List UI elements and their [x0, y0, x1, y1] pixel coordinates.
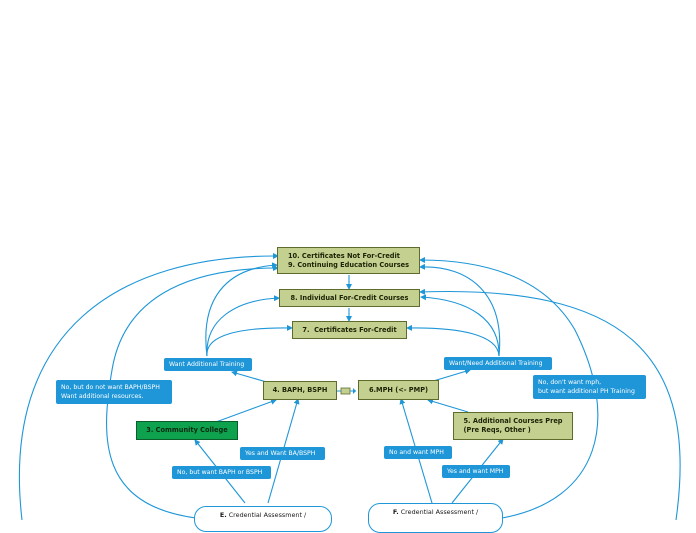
bubble-e-letter: E.: [219, 511, 227, 519]
node-mph[interactable]: 6.MPH (<- PMP): [358, 380, 439, 400]
node-mph-text: 6.MPH (<- PMP): [368, 385, 429, 394]
edge-loop-left-outer: [18, 252, 279, 520]
label-no-but-want-baph[interactable]: No, but want BAPH or BSPH: [172, 466, 271, 479]
node-baph-bsph-text: 4. BAPH, BSPH: [272, 386, 328, 394]
node-certificates-for-credit[interactable]: 7. Certificates For-Credit: [292, 321, 407, 339]
bubble-f-letter: F.: [392, 508, 399, 516]
label-no-dont-want-mph[interactable]: No, don't want mph, but want additional …: [533, 375, 646, 399]
edge-loop-right-inner: [419, 257, 599, 519]
link-connector-icon: [337, 387, 356, 395]
bubble-e-credential-assessment[interactable]: E. Credential Assessment /: [194, 506, 332, 532]
node-certificates-not-for-credit[interactable]: 10. Certificates Not For-Credit 9. Conti…: [277, 247, 420, 274]
bubble-f-credential-assessment[interactable]: F. Credential Assessment /: [368, 503, 503, 533]
label-yes-and-want-ba-bsph-text: Yes and Want BA/BSPH: [245, 450, 316, 457]
label-yes-and-want-ba-bsph[interactable]: Yes and Want BA/BSPH: [240, 447, 325, 460]
edge-cc-to-baph: [215, 398, 277, 423]
node-individual-for-credit-text: 8. Individual For-Credit Courses: [290, 293, 409, 302]
label-no-and-want-mph[interactable]: No and want MPH: [384, 446, 452, 459]
label-yes-and-want-mph[interactable]: Yes and want MPH: [442, 465, 510, 478]
label-no-dont-want-mph-text: No, don't want mph, but want additional …: [538, 379, 635, 395]
label-no-and-want-mph-text: No and want MPH: [389, 449, 444, 456]
node-certificates-for-credit-text: 7. Certificates For-Credit: [302, 325, 397, 334]
node-community-college-text: 3. Community College: [146, 426, 228, 434]
node-community-college[interactable]: 3. Community College: [136, 421, 238, 440]
edge-wnat-to-7: [406, 324, 500, 357]
edge-wat-to-7: [206, 324, 293, 357]
node-baph-bsph[interactable]: 4. BAPH, BSPH: [263, 381, 337, 400]
edge-loop-right-outer: [419, 288, 681, 520]
label-no-but-do-not-want-baph[interactable]: No, but do not want BAPH/BSPH Want addit…: [56, 380, 172, 404]
label-yes-and-want-mph-text: Yes and want MPH: [447, 468, 504, 475]
edge-wat-to-8: [206, 295, 280, 357]
label-no-but-do-not-want-baph-text: No, but do not want BAPH/BSPH Want addit…: [61, 384, 160, 400]
label-no-but-want-baph-text: No, but want BAPH or BSPH: [177, 469, 263, 476]
edge-loop-left-inner: [106, 265, 279, 519]
edge-prep-to-mph: [427, 398, 469, 413]
label-want-additional-training[interactable]: Want Additional Training: [164, 358, 252, 371]
label-want-need-additional-training-text: Want/Need Additional Training: [449, 360, 543, 367]
edge-wnat-to-10: [419, 263, 501, 357]
node-additional-courses-prep-text: 5. Additional Courses Prep (Pre Reqs, Ot…: [463, 417, 563, 434]
bubble-f-text: Credential Assessment /: [400, 508, 479, 516]
node-certificates-not-for-credit-text: 10. Certificates Not For-Credit 9. Conti…: [287, 251, 410, 269]
node-individual-for-credit[interactable]: 8. Individual For-Credit Courses: [279, 289, 420, 307]
bubble-e-text: Credential Assessment /: [228, 511, 307, 519]
label-want-additional-training-text: Want Additional Training: [169, 361, 245, 368]
label-want-need-additional-training[interactable]: Want/Need Additional Training: [444, 357, 552, 370]
edge-wat-to-10: [205, 262, 278, 357]
node-additional-courses-prep[interactable]: 5. Additional Courses Prep (Pre Reqs, Ot…: [453, 412, 573, 440]
edge-wnat-to-8: [420, 294, 500, 357]
